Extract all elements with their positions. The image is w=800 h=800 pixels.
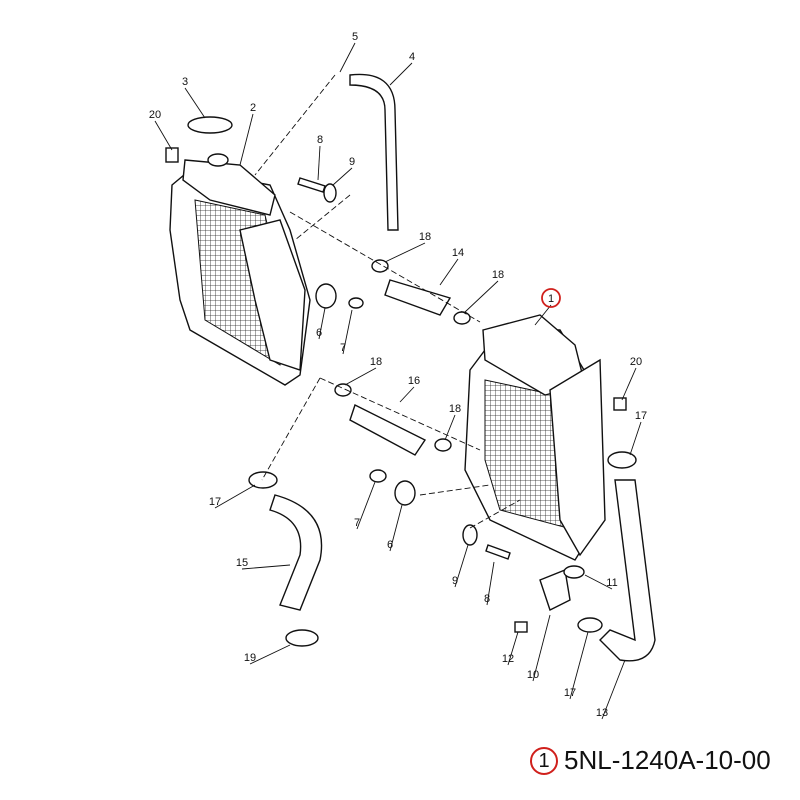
leader-line	[332, 167, 353, 186]
part-number-label: 1 5NL-1240A-10-00	[530, 745, 771, 776]
callout-number: 14	[452, 247, 464, 259]
leader-line	[241, 564, 291, 570]
leader-line	[621, 367, 637, 401]
callout-number: 18	[492, 269, 504, 281]
leader-line	[439, 258, 459, 286]
leader-line	[356, 481, 376, 530]
leader-line	[389, 62, 413, 86]
callout-number: 9	[452, 575, 458, 587]
callout-number: 7	[354, 517, 360, 529]
leader-line	[239, 113, 254, 166]
callout-number: 2	[250, 102, 256, 114]
part-number: 5NL-1240A-10-00	[564, 745, 771, 775]
leader-line	[569, 631, 589, 700]
right-radiator	[464, 314, 606, 561]
callout-number: 8	[484, 593, 490, 605]
leader-line	[249, 644, 291, 665]
leader-line	[601, 659, 626, 720]
leader-line	[317, 145, 321, 181]
callout-number: 11	[606, 577, 617, 589]
callout-number: 19	[244, 652, 256, 664]
leader-line	[532, 614, 551, 682]
leader-line	[184, 87, 206, 119]
callout-number: 18	[370, 356, 382, 368]
callout-number: 16	[408, 375, 420, 387]
leader-line	[342, 309, 353, 355]
callout-number: 7	[340, 342, 346, 354]
leader-lines	[154, 42, 642, 720]
callout-number: 10	[527, 669, 539, 681]
leader-line	[389, 504, 403, 552]
callout-number: 15	[236, 557, 248, 569]
leader-line	[339, 42, 356, 73]
hoses	[269, 73, 656, 662]
callout-number: 9	[349, 156, 355, 168]
leader-line	[534, 304, 552, 326]
left-radiator	[169, 159, 311, 386]
leader-line	[629, 421, 642, 456]
callout-number: 3	[182, 76, 188, 88]
callout-number: 6	[316, 327, 322, 339]
highlight-circle	[541, 288, 561, 308]
leader-line	[486, 561, 495, 606]
callout-number: 6	[387, 539, 393, 551]
callout-number: 20	[149, 109, 161, 121]
callout-number: 4	[409, 51, 415, 63]
leader-line	[384, 242, 426, 263]
leader-line	[464, 280, 499, 313]
callout-number: 18	[419, 231, 431, 243]
leader-line	[507, 631, 519, 666]
leader-line	[454, 544, 469, 588]
leader-line	[344, 367, 377, 386]
highlight-ref-badge: 1	[530, 746, 558, 775]
leader-line	[584, 574, 613, 590]
callout-number: 1	[548, 293, 554, 305]
leader-line	[444, 414, 456, 441]
assembly-lines	[254, 74, 521, 529]
callout-number: 18	[449, 403, 461, 415]
callout-number: 5	[352, 31, 358, 43]
callout-number: 20	[630, 356, 642, 368]
leader-line	[318, 307, 326, 340]
callout-number: 17	[635, 410, 647, 422]
callout-number: 12	[502, 653, 514, 665]
leader-line	[214, 484, 256, 509]
leader-line	[399, 386, 415, 403]
callout-number: 13	[596, 707, 608, 719]
leader-line	[154, 120, 173, 151]
callout-number: 17	[564, 687, 576, 699]
callout-number: 8	[317, 134, 323, 146]
callout-number: 17	[209, 496, 221, 508]
